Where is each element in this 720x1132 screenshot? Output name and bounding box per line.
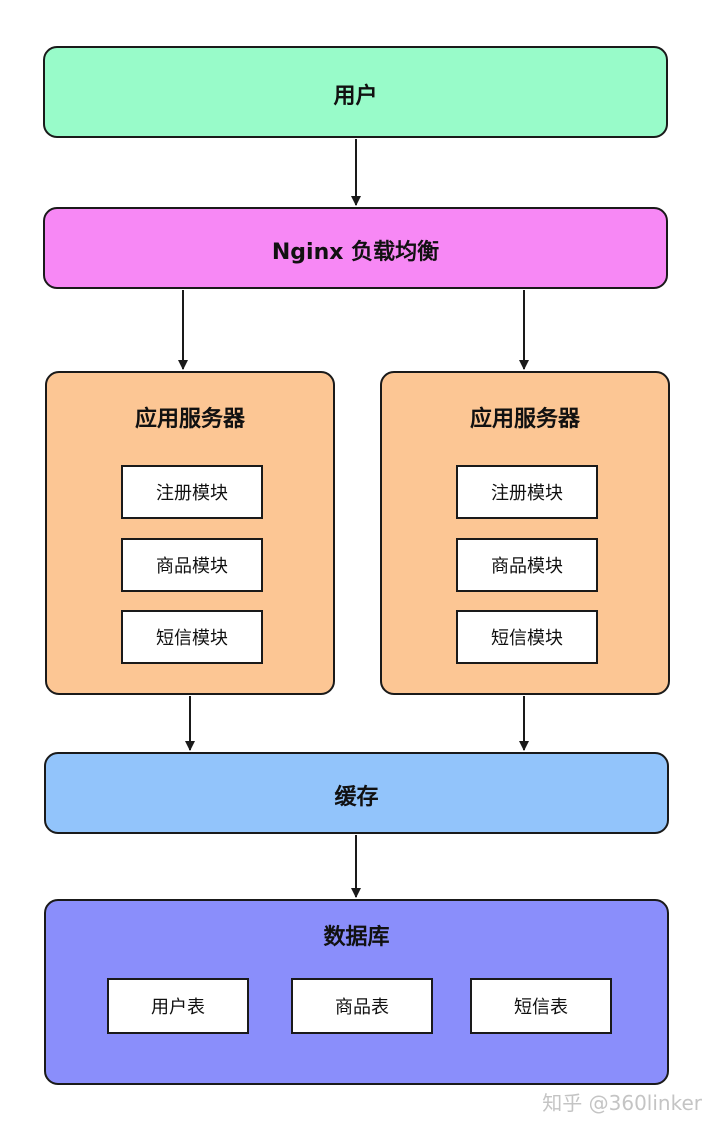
app-server-left-box: 应用服务器 注册模块 商品模块 短信模块 <box>45 371 335 695</box>
table-user: 用户表 <box>107 978 249 1034</box>
watermark: 知乎 @360linker <box>542 1091 702 1115</box>
module-product: 商品模块 <box>456 538 598 592</box>
table-product: 商品表 <box>291 978 433 1034</box>
cache-box: 缓存 <box>44 752 669 834</box>
database-title: 数据库 <box>323 925 390 950</box>
database-box: 数据库 用户表 商品表 短信表 <box>44 899 669 1085</box>
user-box: 用户 <box>43 46 668 138</box>
module-register: 注册模块 <box>121 465 263 519</box>
module-product: 商品模块 <box>121 538 263 592</box>
module-sms: 短信模块 <box>456 610 598 664</box>
cache-label: 缓存 <box>334 785 379 810</box>
module-sms: 短信模块 <box>121 610 263 664</box>
app-server-title: 应用服务器 <box>469 407 580 432</box>
module-register: 注册模块 <box>456 465 598 519</box>
app-server-title: 应用服务器 <box>134 407 245 432</box>
nginx-load-balancer-box: Nginx 负载均衡 <box>43 207 668 289</box>
nginx-label: Nginx 负载均衡 <box>271 240 440 265</box>
app-server-right-box: 应用服务器 注册模块 商品模块 短信模块 <box>380 371 670 695</box>
table-sms: 短信表 <box>470 978 612 1034</box>
user-label: 用户 <box>333 84 378 109</box>
